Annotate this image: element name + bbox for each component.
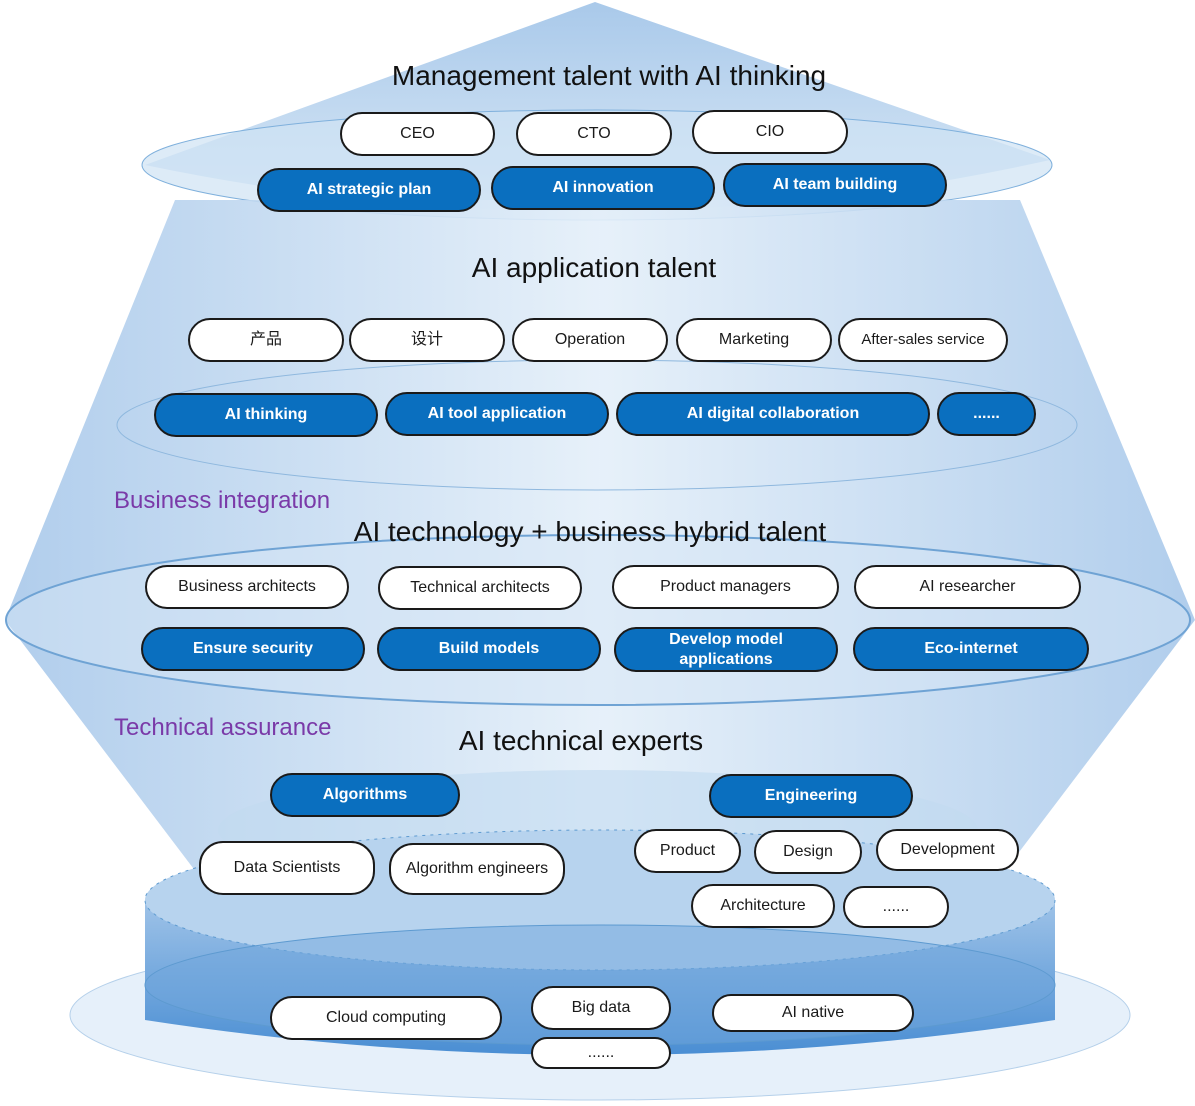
role-development[interactable]: Development: [876, 829, 1019, 871]
capability-develop-model-applications[interactable]: Develop model applications: [614, 627, 838, 672]
role-algorithm-engineers[interactable]: Algorithm engineers: [389, 843, 565, 895]
role-product[interactable]: Product: [634, 829, 741, 873]
section-business-integration: Business integration: [114, 487, 331, 514]
capability-ensure-security[interactable]: Ensure security: [141, 627, 365, 671]
role-product-managers[interactable]: Product managers: [612, 565, 839, 609]
section-technical-assurance: Technical assurance: [114, 714, 332, 741]
group-algorithms[interactable]: Algorithms: [270, 773, 460, 817]
role-design[interactable]: Design: [754, 830, 862, 874]
role-data-scientists[interactable]: Data Scientists: [199, 841, 375, 895]
role-more[interactable]: ......: [843, 886, 949, 928]
role-after-sales-service[interactable]: After-sales service: [838, 318, 1008, 362]
group-engineering[interactable]: Engineering: [709, 774, 913, 818]
hybrid-title: AI technology + business hybrid talent: [353, 516, 827, 547]
technical-title: AI technical experts: [458, 725, 704, 756]
role-ceo[interactable]: CEO: [340, 112, 495, 156]
role-product-cn[interactable]: 产品: [188, 318, 344, 362]
role-cio[interactable]: CIO: [692, 110, 848, 154]
role-operation[interactable]: Operation: [512, 318, 668, 362]
capability-ai-digital-collaboration[interactable]: AI digital collaboration: [616, 392, 930, 436]
role-architecture[interactable]: Architecture: [691, 884, 835, 928]
management-title: Management talent with AI thinking: [391, 60, 827, 91]
capability-ai-team-building[interactable]: AI team building: [723, 163, 947, 207]
capability-ai-thinking[interactable]: AI thinking: [154, 393, 378, 437]
capability-ai-innovation[interactable]: AI innovation: [491, 166, 715, 210]
capability-more[interactable]: ......: [937, 392, 1036, 436]
foundation-more[interactable]: ......: [531, 1037, 671, 1069]
capability-ai-strategic-plan[interactable]: AI strategic plan: [257, 168, 481, 212]
hybrid-disc: [5, 534, 1191, 706]
role-ai-researcher[interactable]: AI researcher: [854, 565, 1081, 609]
role-marketing[interactable]: Marketing: [676, 318, 832, 362]
role-technical-architects[interactable]: Technical architects: [378, 566, 582, 610]
role-business-architects[interactable]: Business architects: [145, 565, 349, 609]
foundation-cloud-computing[interactable]: Cloud computing: [270, 996, 502, 1040]
capability-build-models[interactable]: Build models: [377, 627, 601, 671]
capability-ai-tool-application[interactable]: AI tool application: [385, 392, 609, 436]
role-design-cn[interactable]: 设计: [349, 318, 505, 362]
capability-eco-internet[interactable]: Eco-internet: [853, 627, 1089, 671]
role-cto[interactable]: CTO: [516, 112, 672, 156]
foundation-ai-native[interactable]: AI native: [712, 994, 914, 1032]
application-title: AI application talent: [471, 252, 717, 283]
foundation-big-data[interactable]: Big data: [531, 986, 671, 1030]
